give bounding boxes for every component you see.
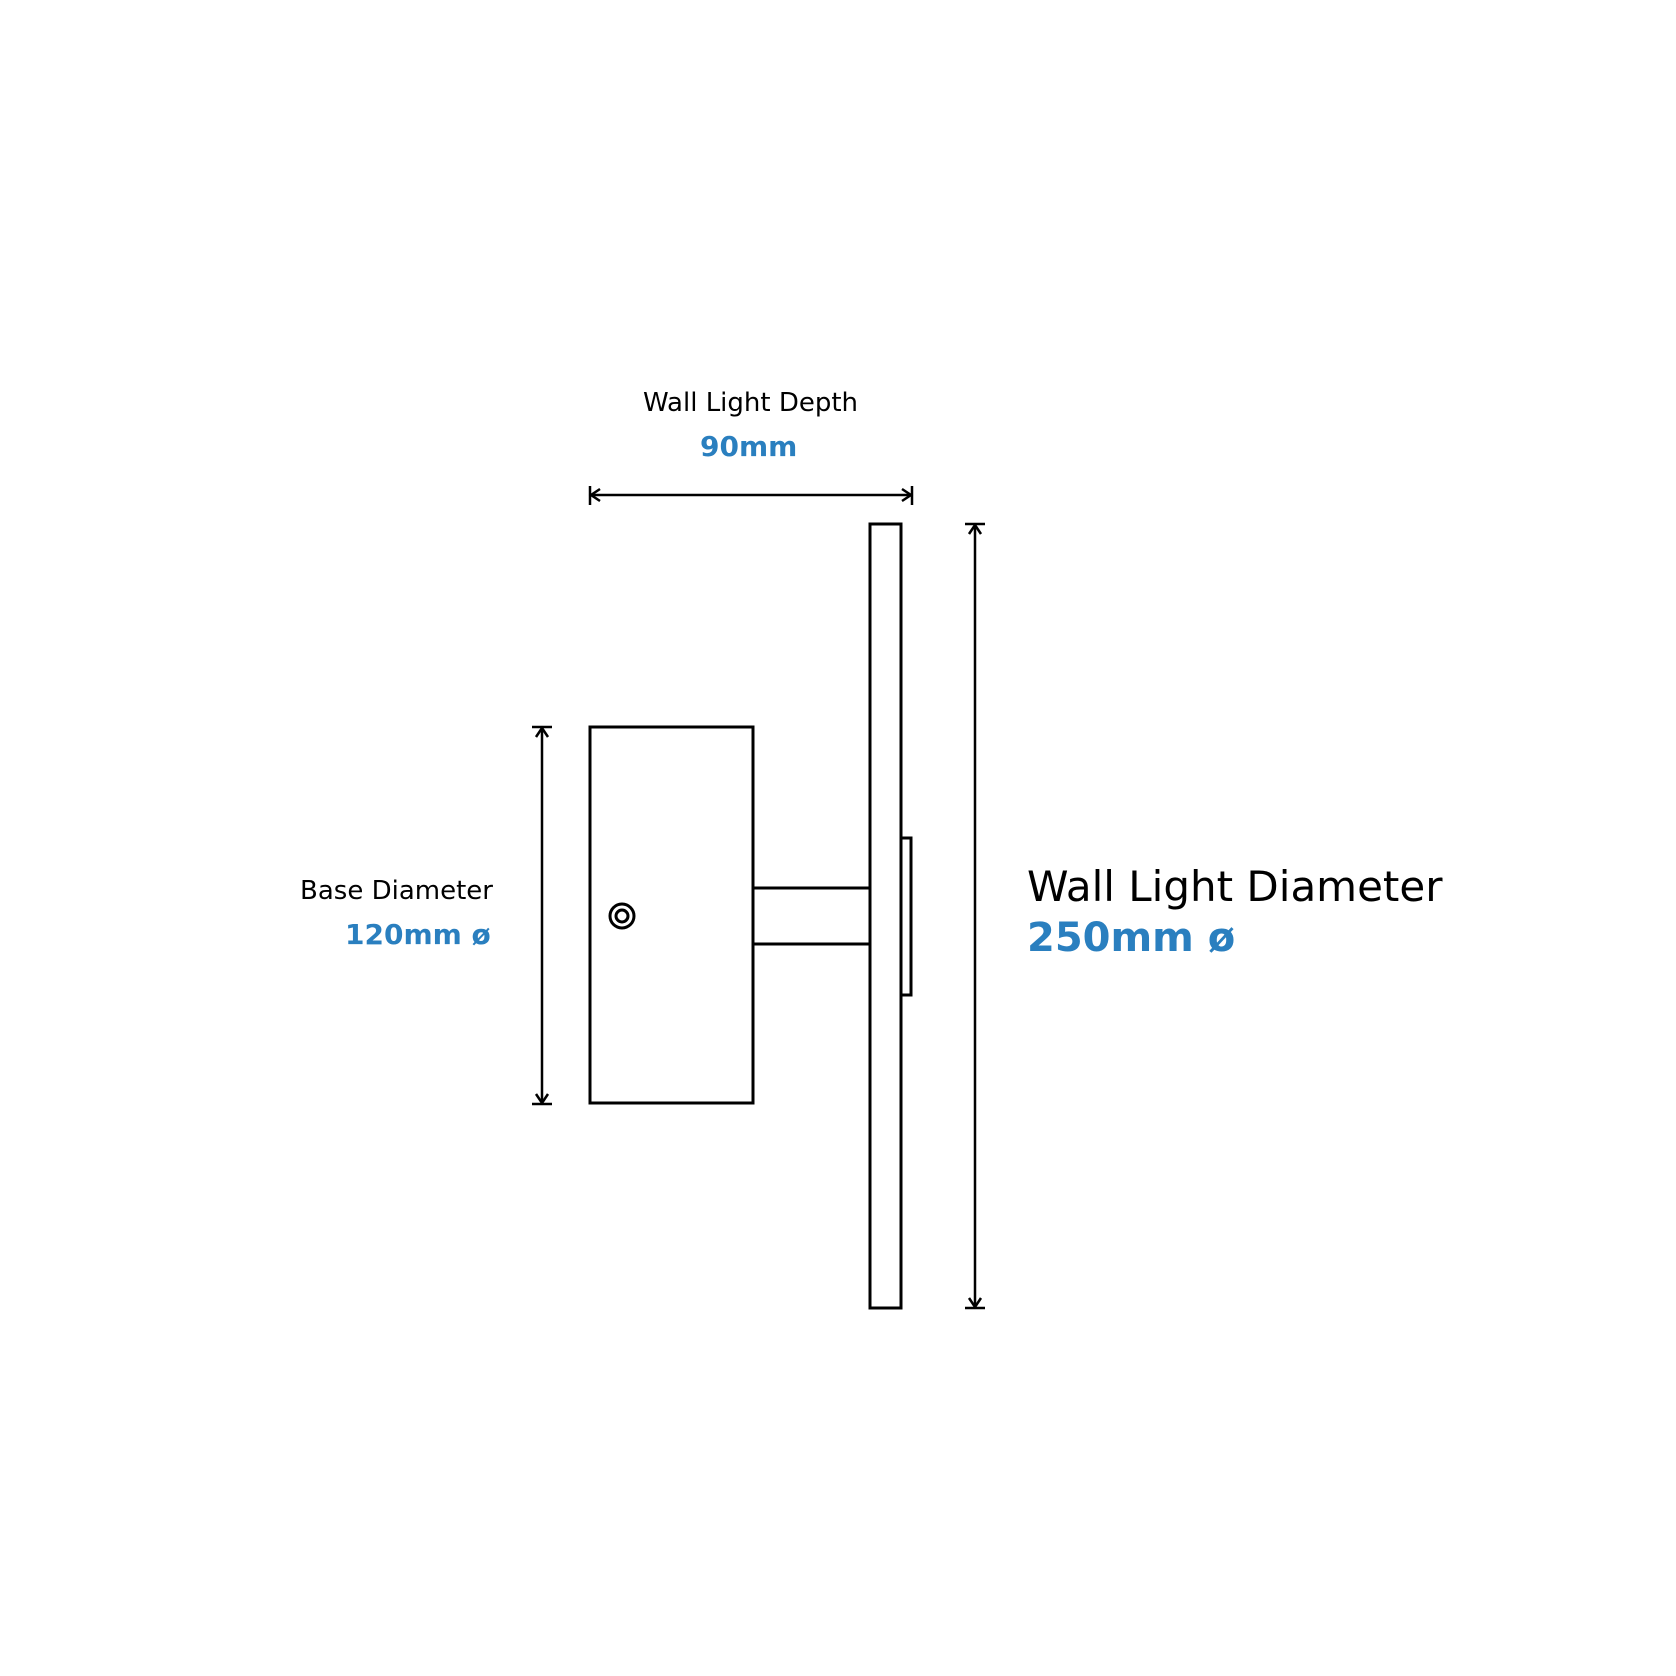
base-value: 120mm ø xyxy=(345,918,491,951)
wall-dimension-line xyxy=(965,522,985,1310)
wall-title: Wall Light Diameter xyxy=(1027,862,1443,911)
base-screw-inner xyxy=(614,908,630,924)
disc-back-plate xyxy=(899,836,913,997)
depth-title: Wall Light Depth xyxy=(643,388,859,418)
base-title: Base Diameter xyxy=(300,876,493,906)
light-disc xyxy=(868,522,903,1310)
base-screw-outer xyxy=(608,902,636,930)
wall-value: 250mm ø xyxy=(1027,915,1236,961)
base-block xyxy=(588,725,755,1105)
depth-dimension-line xyxy=(588,486,914,505)
depth-value: 90mm xyxy=(700,430,798,463)
base-dimension-line xyxy=(532,725,552,1106)
